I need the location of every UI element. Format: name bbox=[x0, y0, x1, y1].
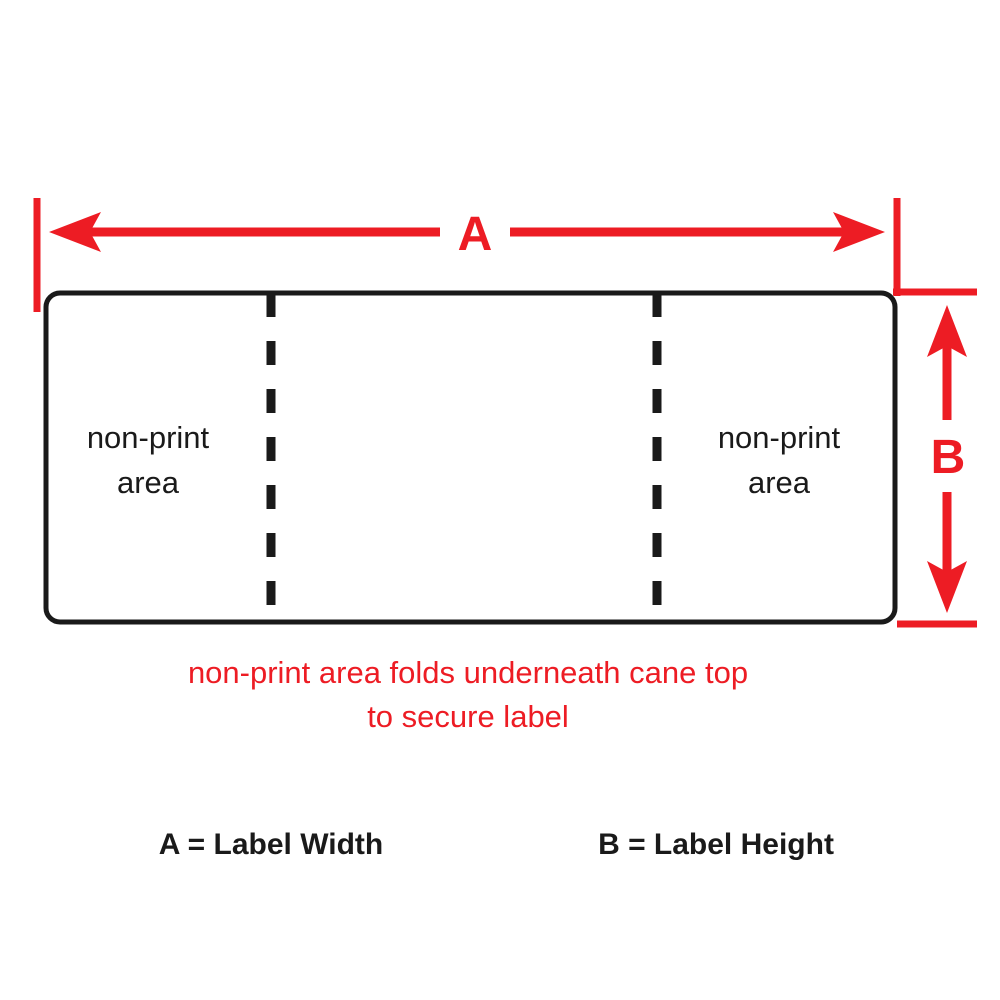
caption-line-2: to secure label bbox=[367, 699, 569, 734]
dimension-arrow-bottom-head bbox=[927, 561, 967, 613]
dimension-arrow-right-head bbox=[833, 212, 885, 252]
legend-label-height: B = Label Height bbox=[598, 828, 834, 861]
left-nonprint-label-line1: non-print bbox=[87, 420, 210, 455]
dimension-letter-b: B bbox=[931, 431, 966, 484]
right-nonprint-label-line1: non-print bbox=[718, 420, 841, 455]
left-nonprint-label-line2: area bbox=[117, 465, 180, 500]
dimension-arrow-left-head bbox=[49, 212, 101, 252]
right-nonprint-label-line2: area bbox=[748, 465, 811, 500]
label-outline bbox=[43, 290, 898, 625]
legend-label-width: A = Label Width bbox=[159, 828, 383, 861]
caption-line-1: non-print area folds underneath cane top bbox=[188, 655, 748, 690]
dimension-arrow-top-head bbox=[927, 305, 967, 357]
dimension-letter-a: A bbox=[458, 208, 493, 261]
